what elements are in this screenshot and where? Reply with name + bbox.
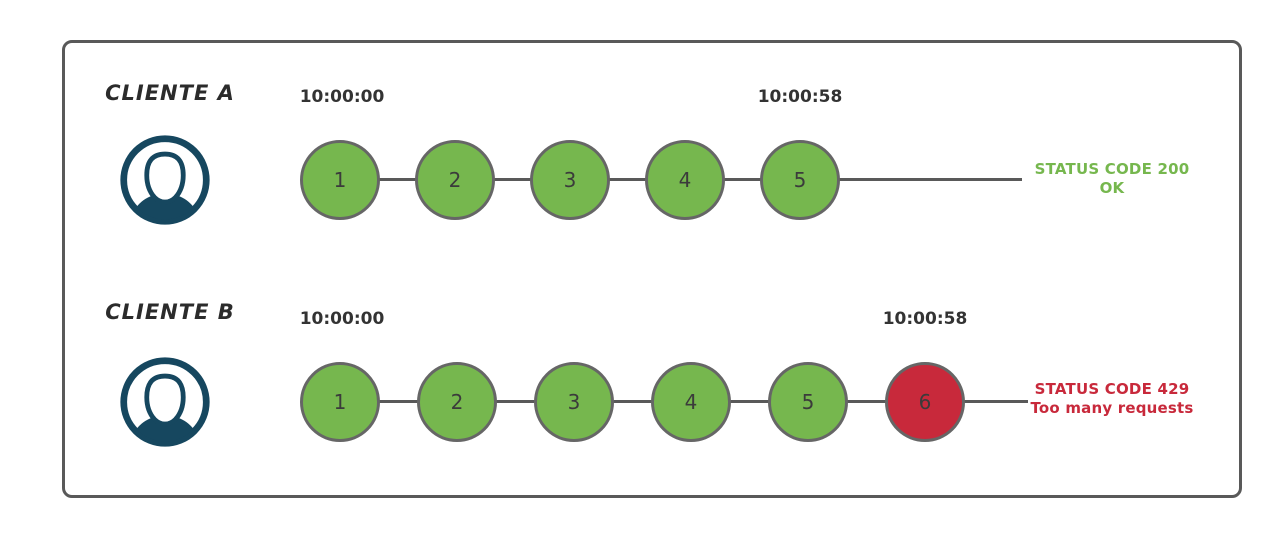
user-avatar-icon	[117, 132, 213, 228]
request-circle-rejected: 6	[885, 362, 965, 442]
client-a-label: CLIENTE A	[105, 81, 235, 105]
status-message-line: OK	[1099, 179, 1125, 197]
request-circle: 1	[300, 140, 380, 220]
request-circle: 4	[651, 362, 731, 442]
request-circle: 5	[760, 140, 840, 220]
timestamp-start: 10:00:00	[299, 87, 385, 107]
timestamp-end: 10:00:58	[882, 309, 968, 329]
client-b-label: CLIENTE B	[105, 300, 235, 324]
request-circle: 2	[415, 140, 495, 220]
request-circle: 3	[530, 140, 610, 220]
request-circle: 3	[534, 362, 614, 442]
timestamp-start: 10:00:00	[299, 309, 385, 329]
status-code-line: STATUS CODE 429	[1034, 380, 1190, 398]
request-circle: 5	[768, 362, 848, 442]
timestamp-end: 10:00:58	[757, 87, 843, 107]
status-message-line: Too many requests	[1030, 399, 1194, 417]
request-circle: 1	[300, 362, 380, 442]
status-text: STATUS CODE 200 OK	[1026, 160, 1198, 198]
status-code-line: STATUS CODE 200	[1034, 160, 1190, 178]
diagram-frame	[62, 40, 1242, 498]
request-circle: 4	[645, 140, 725, 220]
status-text: STATUS CODE 429 Too many requests	[1026, 380, 1198, 418]
user-avatar-icon	[117, 354, 213, 450]
request-circle: 2	[417, 362, 497, 442]
